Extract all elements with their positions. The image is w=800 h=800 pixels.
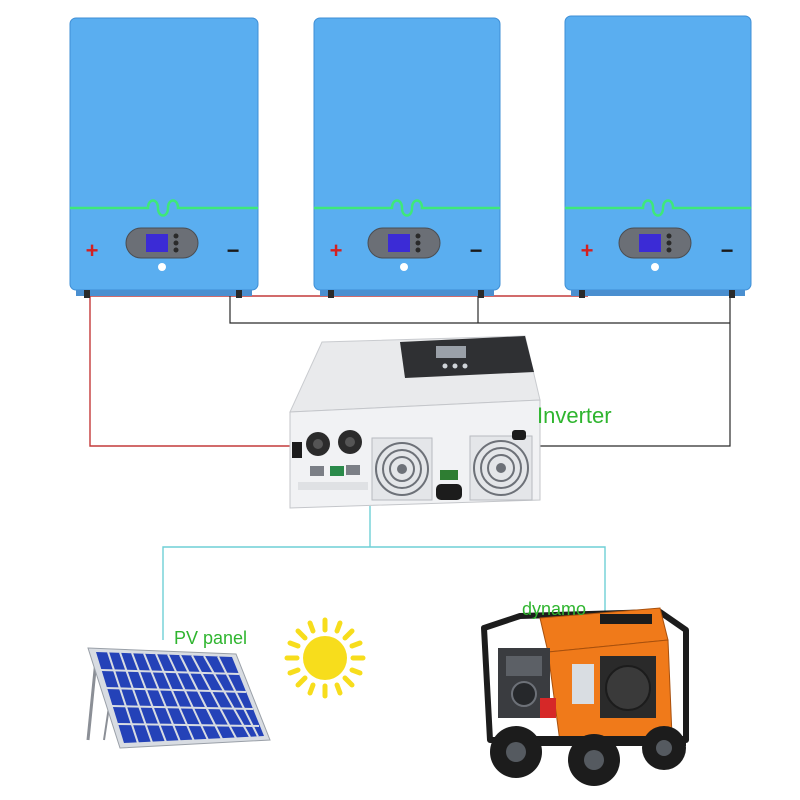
positive-terminal-label: + — [581, 238, 594, 263]
dynamo-label: dynamo — [522, 599, 586, 619]
fan-right-icon — [469, 435, 533, 501]
fan-left-icon — [371, 437, 433, 501]
inverter-label: Inverter — [537, 403, 612, 428]
positive-terminal-label: + — [330, 238, 343, 263]
pv-panel-label: PV panel — [174, 628, 247, 648]
inverter — [289, 335, 541, 509]
negative-terminal-label: − — [721, 238, 734, 263]
ac-output-wire — [162, 506, 606, 640]
dynamo — [481, 607, 689, 786]
sun-icon — [284, 617, 366, 699]
negative-terminal-label: − — [470, 238, 483, 263]
battery-2: + − — [313, 17, 501, 298]
positive-terminal-label: + — [86, 238, 99, 263]
battery-1: + − — [69, 17, 259, 298]
pv-panel — [86, 647, 271, 749]
battery-3: + − — [564, 15, 752, 298]
negative-terminal-label: − — [227, 238, 240, 263]
